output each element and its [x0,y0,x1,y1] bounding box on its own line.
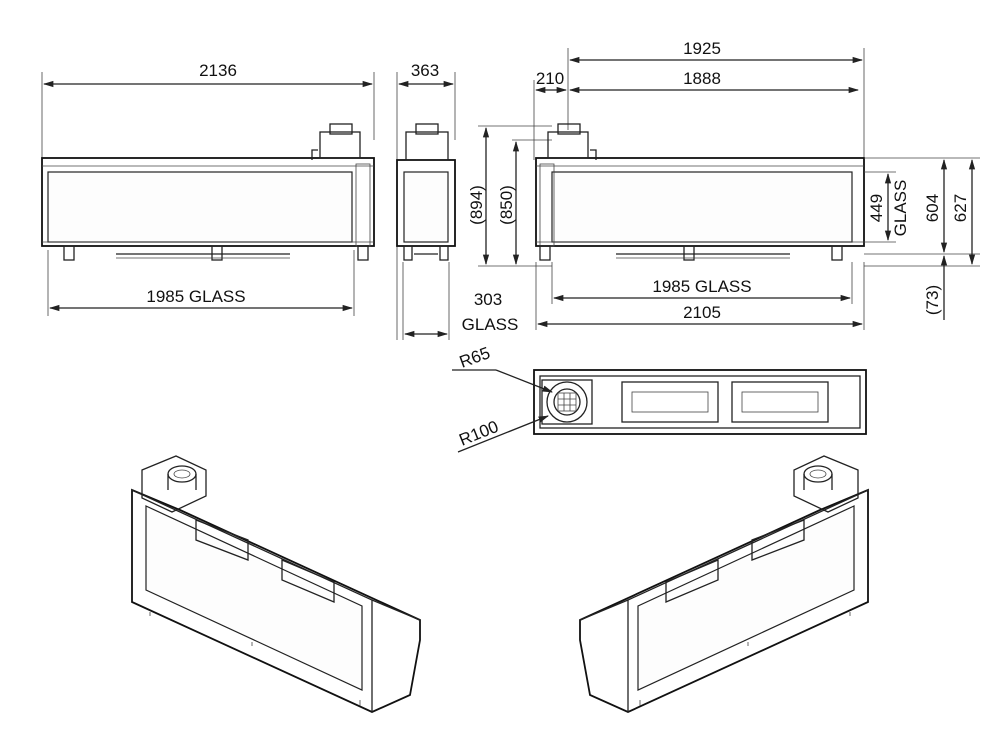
flue-collar [557,123,581,135]
iso-left-flue-top [167,465,197,483]
dim-label-r65: R65 [457,343,493,372]
side-flue-collar [415,123,439,135]
dim-label-894: (894) [467,185,486,225]
leader-r65 [495,369,553,393]
front-glass [47,171,353,243]
dim-label-604: 604 [923,194,942,222]
burner-left [621,381,719,423]
dim-label-2105: 2105 [683,303,721,322]
foot [403,245,413,261]
burner-right [731,381,829,423]
iso-right-glass [637,505,855,691]
burner-right-slot [741,391,819,413]
flue-box [319,131,361,159]
plan-body [533,369,867,435]
iso-left-outline [131,488,421,713]
dim-label-449-unit: GLASS [891,180,910,237]
foot [357,245,369,261]
iso-left-flue-box [141,455,207,513]
dim-label-303-unit: GLASS [462,315,519,334]
plan-view: R65 R100 [452,343,867,453]
iso-right-burner-2 [665,559,719,603]
dim-label-850: (850) [497,185,516,225]
dim-label-glass: 1985 GLASS [146,287,245,306]
flue-inner-circle [553,388,581,416]
iso-left-glass [145,505,363,691]
flue-collar [329,123,353,135]
front-view: 2136 1985 GLASS [41,61,375,316]
iso-left-corner [371,599,421,621]
dim-label-glass-right: 1985 GLASS [652,277,751,296]
foot [439,245,449,261]
flue-outer-circle [546,381,588,423]
foot [63,245,75,261]
right-body [535,157,865,247]
foot [539,245,551,261]
leader-r100 [457,415,549,453]
dim-label-303: 303 [474,290,502,309]
right-glass [551,171,853,243]
side-flue-box [405,131,449,161]
iso-right-flue-box [793,455,859,513]
iso-right-flue-top [803,465,833,483]
dim-label-2136: 2136 [199,61,237,80]
front-body [41,157,375,247]
dim-label-1888: 1888 [683,69,721,88]
dim-label-449: 449 [867,194,886,222]
gas-pipe [590,149,597,160]
foot [211,245,223,261]
dim-label-73: (73) [923,285,942,315]
burner-left-slot [631,391,709,413]
gas-pipe [311,149,318,160]
iso-left-burner-2 [281,559,335,603]
right-view: 1925 210 1888 449 GLASS 604 627 [533,39,980,330]
flue-grid [557,392,577,412]
side-view: 363 303 GLASS (894) (850) [396,61,552,340]
dim-label-363: 363 [411,61,439,80]
foot [683,245,695,261]
plan-inner [539,375,861,429]
dim-label-1925: 1925 [683,39,721,58]
iso-right-flue-inner [809,469,827,479]
flue-base [541,379,593,425]
foot [831,245,843,261]
isometric-view-left [131,455,421,713]
iso-left-burner-1 [195,519,249,561]
side-panel [355,163,371,247]
flue-box [547,131,589,159]
dim-label-210: 210 [536,69,564,88]
dim-label-627: 627 [951,194,970,222]
iso-right-burner-1 [751,519,805,561]
iso-left-flue-inner [173,469,191,479]
iso-right-outline [579,488,869,713]
iso-right-corner [579,599,629,621]
side-glass [403,171,449,243]
dim-label-r100: R100 [456,417,501,450]
isometric-view-right [579,455,869,713]
